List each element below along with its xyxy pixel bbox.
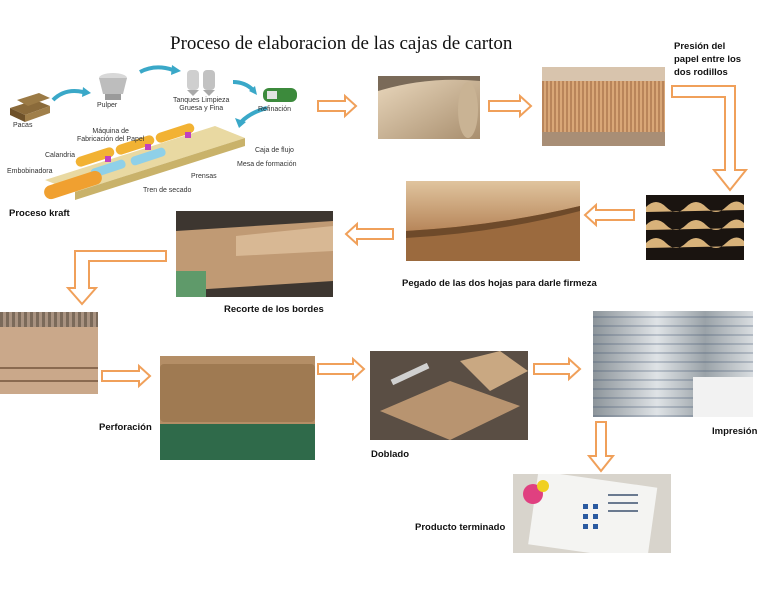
label-mesa: Mesa de formación — [237, 161, 297, 168]
label-embobinadora: Embobinadora — [7, 168, 53, 175]
photo-glued-sheets — [406, 181, 580, 261]
kraft-process-illustration: Pacas Pulper Tanques Limpieza Gruesa y F… — [5, 60, 310, 215]
caption-presion: Presión del papel entre los dos rodillos — [674, 41, 742, 78]
bales-icon — [10, 93, 50, 122]
label-tanques: Tanques Limpieza Gruesa y Fina — [173, 97, 230, 112]
caption-producto: Producto terminado — [415, 522, 506, 533]
arrow-right-1 — [317, 93, 358, 119]
arrow-left-2 — [344, 221, 394, 247]
arrow-right-3 — [101, 363, 152, 389]
photo-edge-trimming — [176, 211, 333, 297]
label-calandria: Calandria — [45, 152, 75, 159]
arrow-left-1 — [583, 202, 635, 228]
label-caja: Caja de flujo — [255, 147, 294, 154]
photo-printing — [593, 311, 753, 417]
caption-impresion: Impresión — [712, 426, 758, 437]
photo-cut-sheets — [0, 312, 98, 394]
photo-paper-roll — [378, 76, 480, 139]
caption-doblado: Doblado — [371, 449, 409, 460]
page-title: Proceso de elaboracion de las cajas de c… — [170, 33, 513, 54]
caption-perforacion: Perforación — [99, 422, 152, 433]
photo-fluting — [646, 195, 744, 260]
arrow-down-1 — [586, 421, 616, 473]
arrow-l-down — [671, 85, 749, 192]
paper-machine-icon — [44, 123, 245, 200]
refiner-icon — [263, 88, 297, 102]
arrow-right-4 — [317, 356, 366, 382]
label-prensas: Prensas — [191, 173, 217, 180]
caption-proceso-kraft: Proceso kraft — [9, 208, 70, 219]
photo-folding — [370, 351, 528, 440]
caption-pegado: Pegado de las dos hojas para darle firme… — [402, 278, 597, 289]
label-tren: Tren de secado — [143, 187, 192, 194]
label-pulper: Pulper — [97, 102, 118, 109]
caption-recorte: Recorte de los bordes — [224, 304, 324, 315]
arrow-right-5 — [533, 356, 582, 382]
label-maquina: Máquina de Fabricación del Papel — [77, 128, 145, 143]
pulper-icon — [99, 73, 127, 100]
photo-finished-product — [513, 474, 671, 553]
label-pacas: Pacas — [13, 122, 33, 129]
arrow-l-down-2 — [65, 250, 167, 306]
arrow-right-2 — [488, 93, 533, 119]
photo-perforation — [160, 356, 315, 460]
photo-corrugating-rollers — [542, 67, 665, 146]
tanks-icon — [187, 70, 215, 96]
label-refinacion: Refinación — [258, 106, 292, 113]
